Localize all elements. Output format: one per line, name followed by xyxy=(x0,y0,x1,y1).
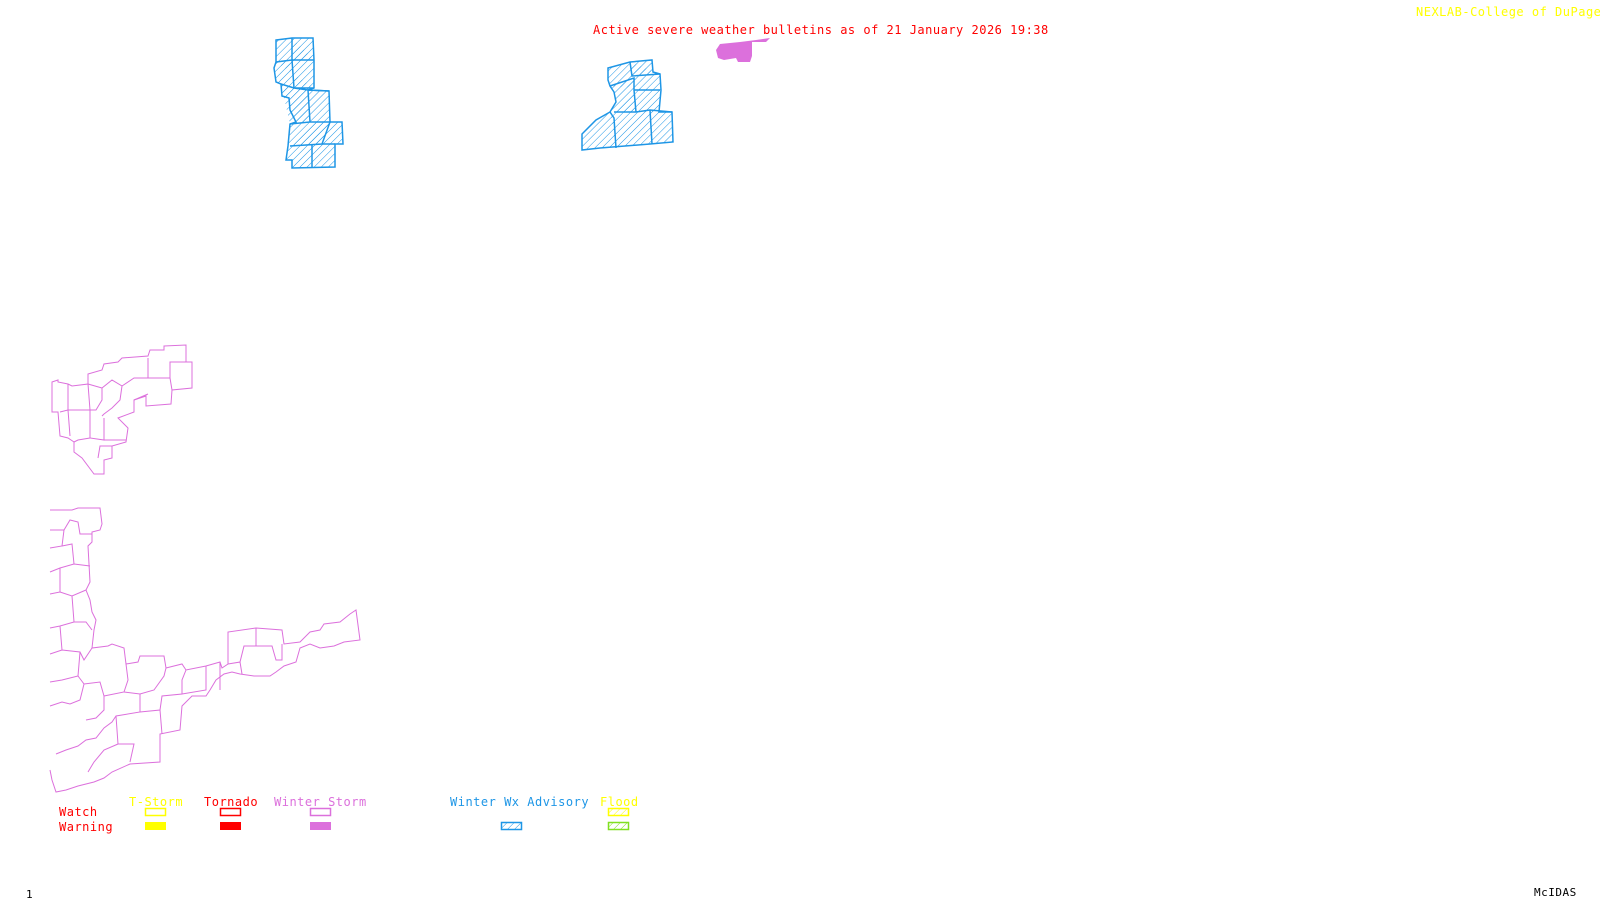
winter-storm-warning-area[interactable] xyxy=(716,38,770,62)
flood-watch-swatch xyxy=(607,807,630,817)
winter-wx-advisory-area-west[interactable] xyxy=(273,37,344,169)
winter-wx-advisory-area-east[interactable] xyxy=(581,59,674,151)
winter-storm-watch-area-central[interactable] xyxy=(51,344,193,475)
flood-warning-swatch xyxy=(607,821,630,831)
winter-storm-watch-area-south[interactable] xyxy=(49,507,361,793)
frame-number: 1 xyxy=(26,888,34,901)
credit-label: NEXLAB-College of DuPage ⇱ xyxy=(1416,6,1600,18)
legend-row-warning: Warning xyxy=(59,820,114,834)
legend-swatches xyxy=(144,807,630,831)
legend-label-flood: Flood xyxy=(600,795,639,809)
legend-label-winter-wx-advisory: Winter Wx Advisory xyxy=(450,795,590,809)
legend-label-tornado: Tornado xyxy=(204,795,259,809)
legend-label-winter-storm: Winter Storm xyxy=(274,795,367,809)
tstorm-watch-swatch xyxy=(144,807,167,817)
winter-storm-watch-swatch xyxy=(309,807,332,817)
bulletin-title: Active severe weather bulletins as of 21… xyxy=(593,23,1049,37)
winter-storm-warning-swatch xyxy=(310,822,331,830)
tornado-warning-swatch xyxy=(220,822,241,830)
winter-wx-advisory-swatch xyxy=(500,821,523,831)
tstorm-warning-swatch xyxy=(145,822,166,830)
software-label: McIDAS xyxy=(1534,886,1577,899)
legend-label-tstorm: T-Storm xyxy=(129,795,184,809)
tornado-watch-swatch xyxy=(219,807,242,817)
legend-row-watch: Watch xyxy=(59,805,98,819)
credit-text: NEXLAB-College of DuPage xyxy=(1416,5,1600,19)
